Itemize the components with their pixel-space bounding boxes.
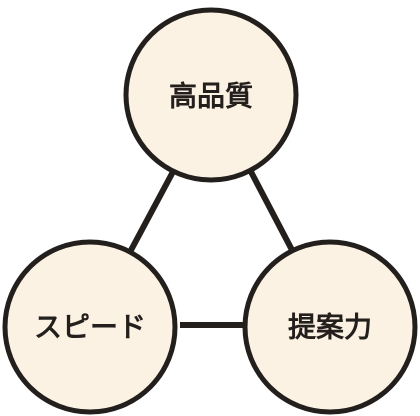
node-proposal-label: 提案力 [288, 311, 372, 344]
edge-top-to-speed [127, 166, 178, 254]
node-speed-circle [2, 239, 178, 415]
node-quality-circle [123, 7, 299, 183]
node-speed: スピード [2, 239, 178, 415]
node-quality: 高品質 [123, 7, 299, 183]
edge-top-to-proposal [246, 166, 295, 252]
node-proposal-circle [242, 239, 418, 415]
node-quality-label: 高品質 [169, 80, 253, 113]
node-speed-label: スピード [34, 311, 146, 344]
node-proposal: 提案力 [242, 239, 418, 415]
